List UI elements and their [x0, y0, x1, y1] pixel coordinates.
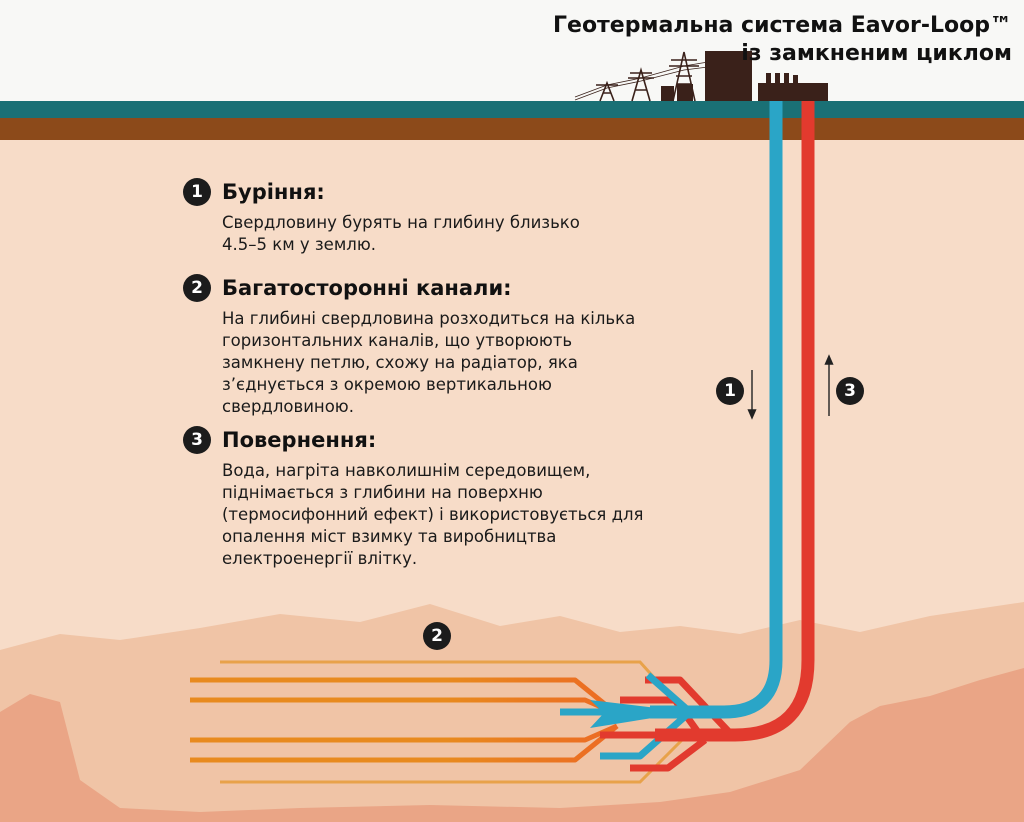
- flow-direction-arrows: [747, 354, 834, 420]
- step-header: 2 Багатосторонні канали:: [183, 274, 635, 302]
- marker-channels: 2: [423, 622, 451, 650]
- step-return: 3 Повернення: Вода, нагріта навколишнім …: [183, 426, 643, 570]
- step-heading: Багатосторонні канали:: [222, 276, 512, 300]
- step-multilateral-channels: 2 Багатосторонні канали: На глибині свер…: [183, 274, 635, 418]
- step-number-badge: 2: [183, 274, 211, 302]
- step-description: Свердловину бурять на глибину близько 4.…: [222, 213, 580, 254]
- step-description: Вода, нагріта навколишнім середовищем, п…: [222, 461, 644, 568]
- flow-arrowhead: [590, 700, 690, 728]
- step-number-badge: 1: [183, 178, 211, 206]
- ground-surface: [0, 101, 1024, 118]
- marker-down-pipe: 1: [716, 377, 744, 405]
- title-line-2: із замкненим циклом: [741, 41, 1012, 66]
- step-header: 3 Повернення:: [183, 426, 643, 454]
- title-line-1: Геотермальна система Eavor-Loop™: [553, 13, 1012, 38]
- step-number-badge: 3: [183, 426, 211, 454]
- deep-layer: [0, 668, 1024, 822]
- step-heading: Повернення:: [222, 428, 377, 452]
- sky: [0, 0, 1024, 101]
- marker-up-pipe: 3: [836, 377, 864, 405]
- step-header: 1 Буріння:: [183, 178, 580, 206]
- step-heading: Буріння:: [222, 180, 325, 204]
- step-drilling: 1 Буріння: Свердловину бурять на глибину…: [183, 178, 580, 256]
- power-plant: [661, 51, 828, 101]
- cold-injection-pipe: [650, 101, 783, 719]
- step-description: На глибині свердловина розходиться на кі…: [222, 309, 636, 416]
- warm-layer: [0, 602, 1024, 822]
- diagram-title: Геотермальна система Eavor-Loop™ із замк…: [553, 12, 1012, 68]
- hot-return-pipe: [655, 101, 815, 742]
- soil-layer: [0, 118, 1024, 140]
